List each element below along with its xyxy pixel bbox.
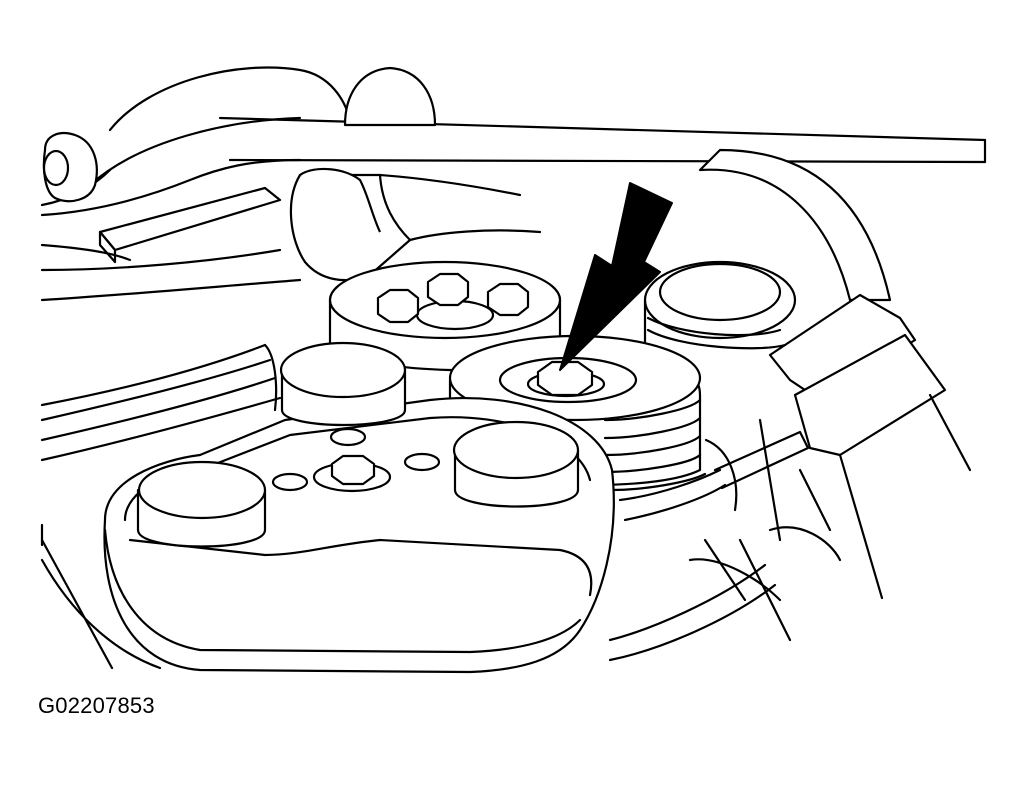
rear-bolt [426,272,470,307]
lower-right-detail [618,418,842,642]
indicator-arrow [559,182,673,371]
hose-elbow [289,167,542,282]
upper-housing [40,66,987,217]
boss-top [279,341,407,427]
figure-code: G02207853 [38,693,155,718]
lower-frame [40,430,810,670]
rear-bolt [376,288,420,324]
left-belt-grooves [40,343,282,547]
rear-bolt [486,282,530,317]
upper-right-pulley [643,260,797,350]
boss-left [136,460,267,548]
boss-right [452,420,580,508]
indicated-bolt [536,360,594,397]
left-bracket [40,186,302,302]
right-hose [698,148,972,600]
center-bolt [330,454,376,486]
